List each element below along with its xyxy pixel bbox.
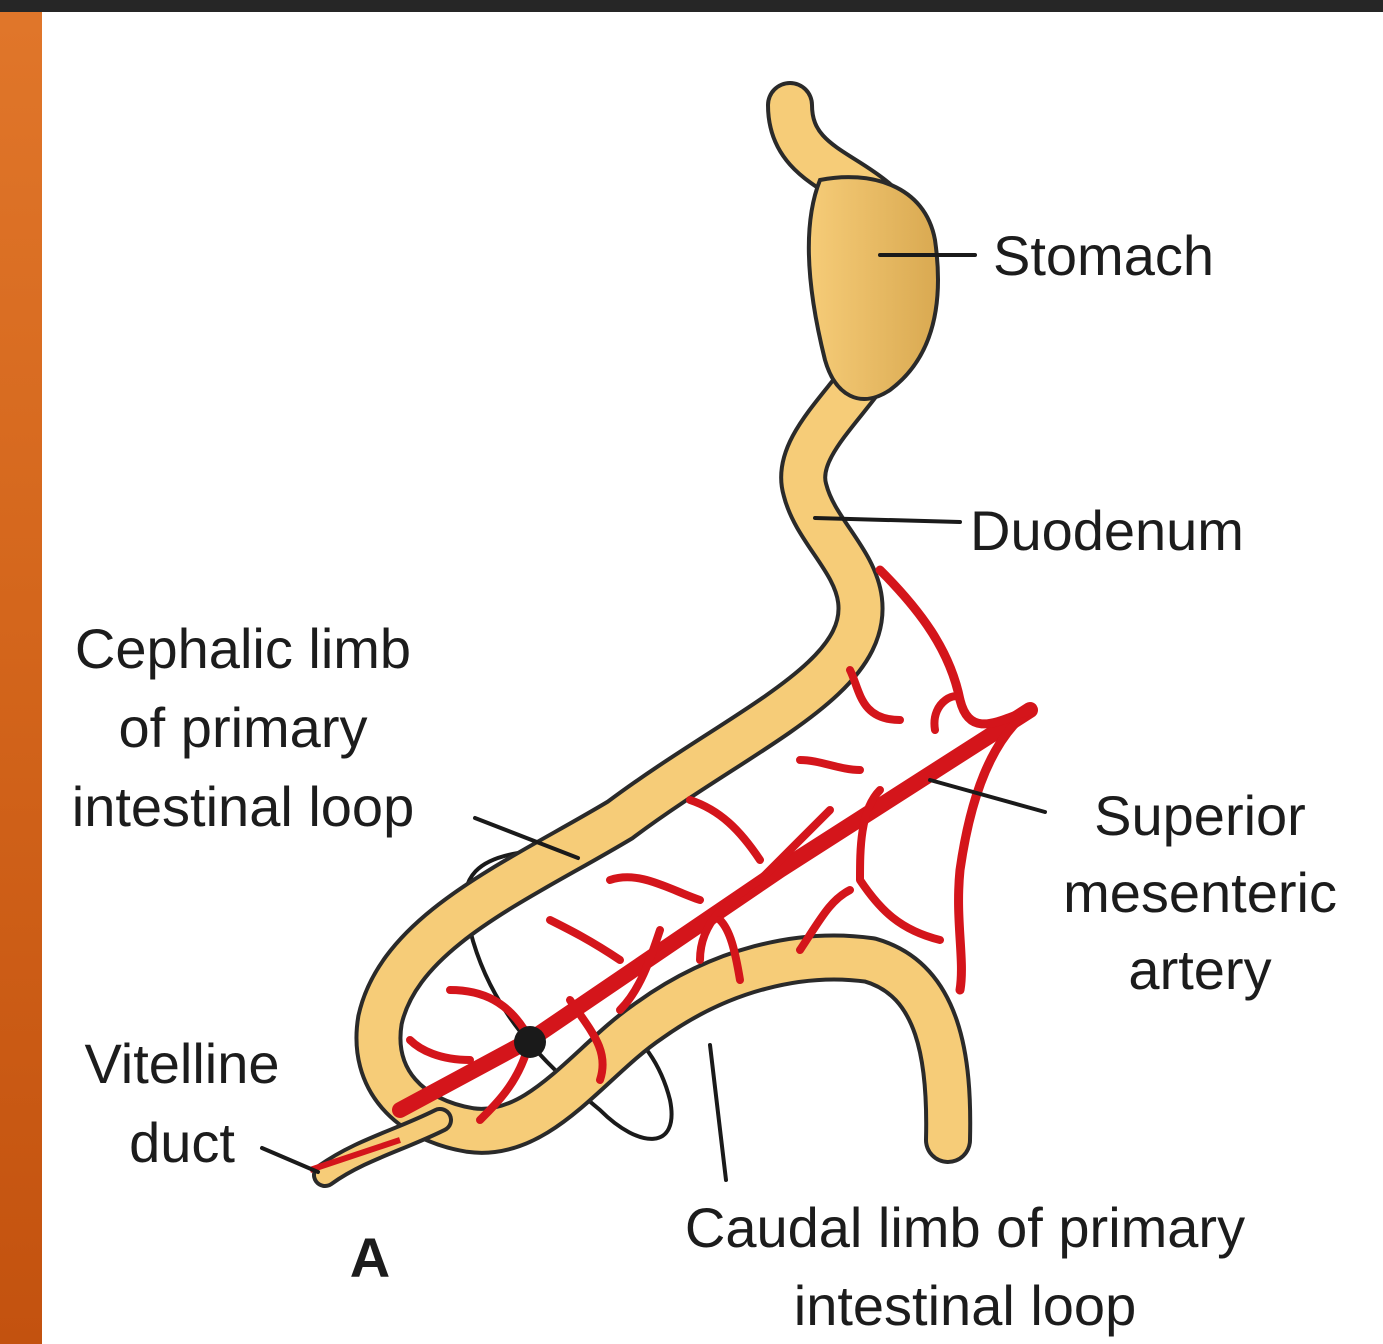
figure-panel: Stomach Duodenum Cephalic limb of primar… [42,12,1383,1344]
label-vitelline-2: duct [129,1111,235,1174]
label-superior-3: artery [1128,938,1271,1001]
artery-junction [514,1026,546,1058]
intestine [309,81,973,1188]
label-cephalic-1: Cephalic limb [75,617,411,680]
panel-letter: A [350,1226,390,1289]
superior-mesenteric-artery [392,565,1038,1124]
superior-leader [928,778,1047,814]
label-superior-1: Superior [1094,784,1306,847]
label-cephalic-2: of primary [119,696,368,759]
label-superior-2: mesenteric [1063,861,1337,924]
cephalic-leader [473,816,580,860]
duodenum-leader [813,516,962,524]
stomach [806,175,940,401]
label-cephalic-3: intestinal loop [72,775,414,838]
label-vitelline-1: Vitelline [84,1032,279,1095]
vitelline-leader [260,1146,320,1174]
left-accent-band [0,12,42,1344]
caudal-leader [708,1043,728,1182]
gut-diagram: Stomach Duodenum Cephalic limb of primar… [72,81,1337,1337]
label-caudal-1: Caudal limb of primary [685,1196,1245,1259]
top-bar [0,0,1383,12]
label-stomach: Stomach [993,224,1214,287]
label-duodenum: Duodenum [970,499,1244,562]
label-caudal-2: intestinal loop [794,1274,1136,1337]
